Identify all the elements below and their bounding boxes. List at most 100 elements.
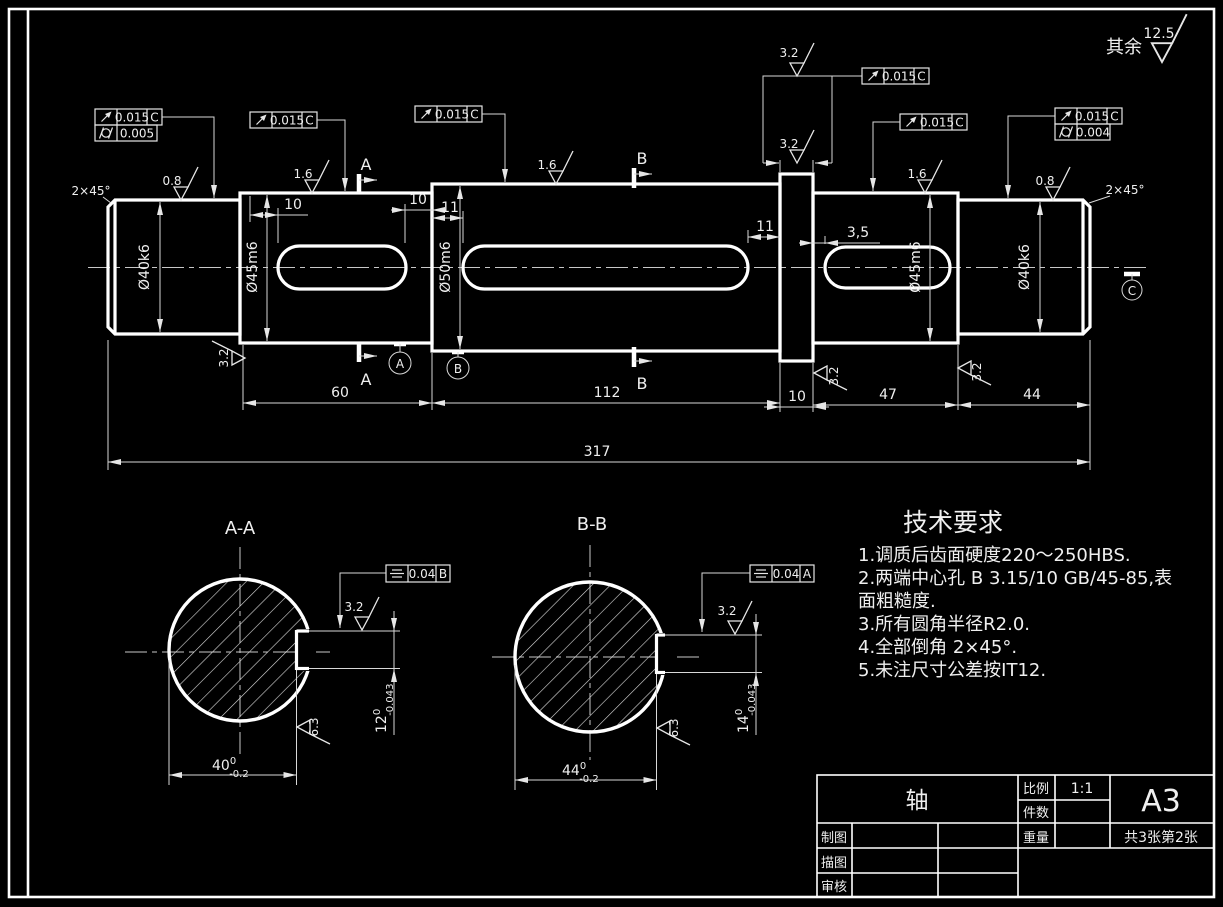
dim-aa-keyway-width: 120-0.043 <box>372 684 396 733</box>
roughness-shoulder-right: 3.2 <box>970 362 984 381</box>
dim-right-length: 44 <box>1023 387 1041 403</box>
keyway-dimensions: 10 10 11 11 3,5 <box>249 192 880 246</box>
tech-line-2: 2.两端中心孔 B 3.15/10 GB/45-85,表 <box>858 568 1172 589</box>
section-b-bottom-label: B <box>637 374 648 393</box>
surplus-label: 其余 <box>1106 37 1142 58</box>
surface-roughness-marks: 0.8 1.6 1.6 3.2 3.2 1.6 0.8 3.2 3.2 3.2 <box>162 42 1071 391</box>
part-name: 轴 <box>906 788 929 814</box>
diameter-dimensions: Ø40k6 Ø45m6 Ø50m6 Ø45m6 Ø40k6 <box>137 186 1043 349</box>
weight-label: 重量 <box>1023 830 1049 846</box>
dim-bb-width: 440-0.2 <box>562 761 599 785</box>
roughness-bb-flat: 6.3 <box>667 718 681 737</box>
section-a-bottom-label: A <box>361 370 372 389</box>
length-dimensions: 60 112 10 47 44 317 <box>107 340 1091 470</box>
tech-line-1: 1.调质后齿面硬度220～250HBS. <box>858 545 1131 566</box>
circular-runout-icon <box>100 110 113 123</box>
fcf6-datum: C <box>1110 110 1118 124</box>
fcf-aa-value: 0.04 <box>409 567 436 581</box>
roughness-aa-key: 3.2 <box>344 600 363 614</box>
section-bb-title: B-B <box>577 514 608 535</box>
traced-label: 描图 <box>821 856 847 871</box>
section-b-top-label: B <box>637 149 648 168</box>
fcf6b-value: 0.004 <box>1076 126 1110 140</box>
roughness-bb-key: 3.2 <box>717 604 736 618</box>
chamfer-left-label: 2×45° <box>72 184 111 198</box>
dim-key2-start: 11 <box>441 200 459 216</box>
dim-key1-end: 10 <box>409 192 427 208</box>
roughness-shoulder-left: 3.2 <box>217 348 231 367</box>
technical-requirements: 技术要求 1.调质后齿面硬度220～250HBS. 2.两端中心孔 B 3.15… <box>858 508 1172 681</box>
roughness-collar-face: 3.2 <box>779 137 798 151</box>
tech-line-3: 3.所有圆角半径R2.0. <box>858 614 1030 635</box>
circular-runout-icon <box>1060 109 1073 122</box>
drawn-label: 制图 <box>821 831 847 846</box>
dim-aa-width: 400-0.2 <box>212 756 249 780</box>
roughness-left-journal: 0.8 <box>162 174 181 188</box>
tech-line-2b: 面粗糙度. <box>858 591 936 612</box>
tech-line-4: 4.全部倒角 2×45°. <box>858 637 1017 658</box>
dim-key2-end: 11 <box>756 219 774 235</box>
dim-collar-length: 10 <box>788 389 806 405</box>
roughness-aa-flat: 6.3 <box>307 717 321 736</box>
general-roughness-note: 其余 12.5 <box>1106 13 1188 63</box>
tech-requirements-title: 技术要求 <box>903 508 1003 537</box>
fcf3-value: 0.015 <box>435 108 469 122</box>
fcf4-datum: C <box>917 70 925 84</box>
tech-line-5: 5.未注尺寸公差按IT12. <box>858 660 1046 681</box>
chamfer-right-label: 2×45° <box>1106 183 1145 197</box>
section-aa-title: A-A <box>225 518 256 539</box>
circular-runout-icon <box>905 115 918 128</box>
roughness-seg5: 1.6 <box>907 167 926 181</box>
surplus-roughness-value: 12.5 <box>1143 26 1174 42</box>
circular-runout-icon <box>255 113 268 126</box>
scale-label: 比例 <box>1023 782 1049 797</box>
roughness-collar-right-face: 3.2 <box>827 366 841 385</box>
quantity-label: 件数 <box>1023 806 1049 821</box>
scale-value: 1:1 <box>1071 781 1094 797</box>
section-view-bb: B-B 140-0.043 3.2 6.3 440-0.2 0.04 A <box>492 514 815 790</box>
datum-symbols: A B C <box>388 271 1143 380</box>
roughness-seg2: 1.6 <box>293 167 312 181</box>
section-a-top-label: A <box>361 155 372 174</box>
dim-total-length: 317 <box>584 444 611 460</box>
fcf5-datum: C <box>955 116 963 130</box>
drawing-border <box>7 7 1216 899</box>
cylindricity-icon <box>1058 125 1074 139</box>
feature-control-frames: 0.015 C 0.005 0.015 C 0.015 C 0.015 C <box>94 67 1123 198</box>
chamfer-labels: 2×45° 2×45° <box>72 183 1145 204</box>
fcf6-value: 0.015 <box>1075 110 1109 124</box>
datum-a-label: A <box>396 357 405 371</box>
dim-middle-length: 112 <box>594 385 621 401</box>
sheet-info: 共3张第2张 <box>1124 829 1198 846</box>
title-block: 轴 比例 1:1 件数 重量 A3 共3张第2张 制图 描图 审核 <box>816 774 1215 898</box>
roughness-right-journal: 0.8 <box>1035 174 1054 188</box>
fcf-bb-datum: A <box>803 567 812 581</box>
fcf2-value: 0.015 <box>270 114 304 128</box>
fcf4-value: 0.015 <box>882 70 916 84</box>
fcf1-value: 0.015 <box>115 111 149 125</box>
fcf3-datum: C <box>470 108 478 122</box>
roughness-middle: 1.6 <box>537 158 556 172</box>
dim-key1-start: 10 <box>284 197 302 213</box>
dim-seg2-length: 60 <box>331 385 349 401</box>
fcf1b-value: 0.005 <box>120 127 154 141</box>
dia-left-journal: Ø40k6 <box>137 244 153 290</box>
dia-seg2: Ø45m6 <box>245 241 261 292</box>
roughness-collar-top: 3.2 <box>779 46 798 60</box>
fcf5-value: 0.015 <box>920 116 954 130</box>
dim-key3-offset: 3,5 <box>847 225 869 241</box>
circular-runout-icon <box>420 107 433 120</box>
checked-label: 审核 <box>821 880 847 895</box>
fcf1-datum: C <box>150 111 158 125</box>
fcf-bb-value: 0.04 <box>773 567 800 581</box>
sheet-size: A3 <box>1141 784 1181 819</box>
symmetry-icon <box>389 569 405 578</box>
section-cut-marks: A A B B <box>356 149 652 393</box>
fcf-aa-datum: B <box>439 567 447 581</box>
datum-c-label: C <box>1128 284 1136 298</box>
dim-seg5-length: 47 <box>879 387 897 403</box>
dim-bb-keyway-width: 140-0.043 <box>734 684 758 733</box>
symmetry-icon <box>753 569 769 578</box>
fcf2-datum: C <box>305 114 313 128</box>
